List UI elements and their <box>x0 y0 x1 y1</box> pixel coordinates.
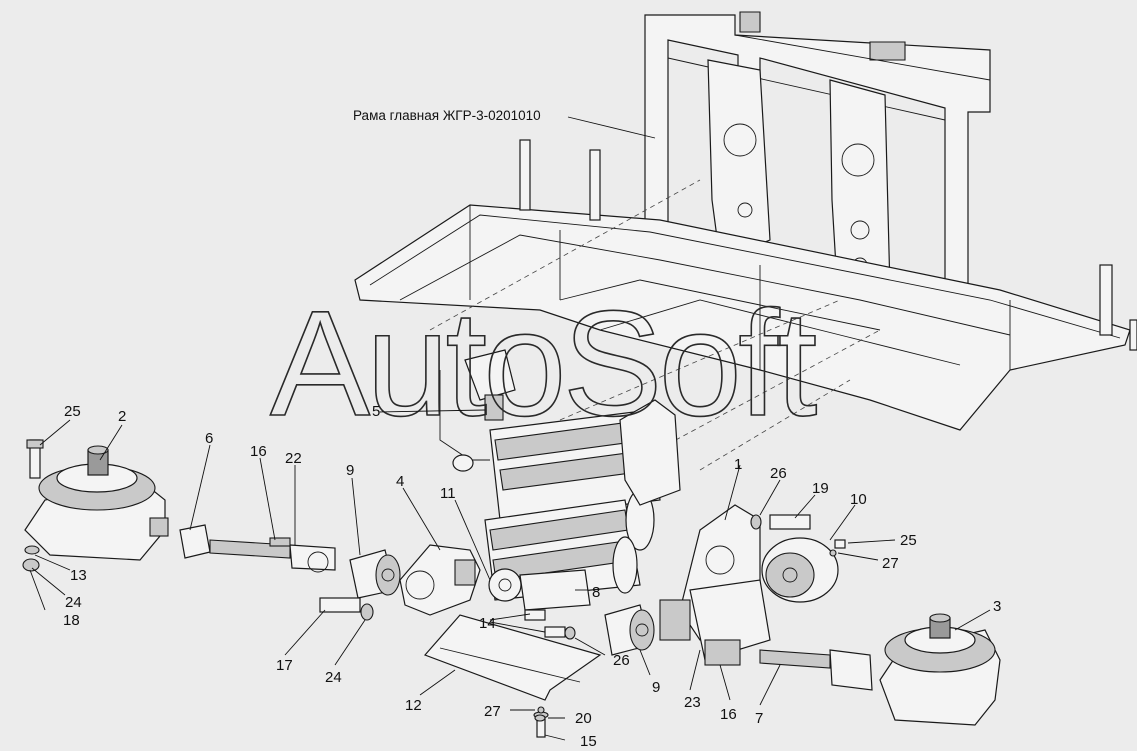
callout-8: 8 <box>592 584 600 601</box>
main-frame <box>354 11 1137 431</box>
coupling-8 <box>519 569 591 611</box>
callout-13: 13 <box>70 567 87 584</box>
callout-labels: 25 2 6 16 22 9 4 11 5 1 26 19 10 25 27 3… <box>63 403 1001 750</box>
callout-27-right: 27 <box>882 555 899 572</box>
right-gearbox <box>879 613 1001 726</box>
left-driveshaft <box>179 524 336 573</box>
leader-lines <box>29 409 991 741</box>
callout-19: 25 <box>64 403 81 420</box>
callout-14: 14 <box>479 615 496 632</box>
left-bearing-roller <box>349 549 401 599</box>
center-bearing-roller <box>604 604 655 656</box>
right-driveshaft <box>759 649 873 691</box>
left-gearbox <box>24 439 169 561</box>
callout-25-center: 26 <box>613 652 630 669</box>
crushing-rollers <box>484 399 681 601</box>
callout-10: 10 <box>850 491 867 508</box>
callout-5: 5 <box>372 403 380 420</box>
callout-23: 20 <box>575 710 592 727</box>
callout-24-right: 23 <box>684 694 701 711</box>
callout-1: 1 <box>734 456 742 473</box>
callout-24-left: 22 <box>285 450 302 467</box>
guard-plate <box>423 614 602 701</box>
callout-17: 17 <box>276 657 293 674</box>
callout-12: 11 <box>440 485 456 502</box>
callout-16-right: 16 <box>720 706 737 723</box>
frame-label: Рама главная ЖГР-3-0201010 <box>353 108 541 123</box>
callout-9-left: 9 <box>346 462 354 479</box>
callout-2: 2 <box>118 408 126 425</box>
callout-3: 3 <box>993 598 1001 615</box>
callout-27-center: 27 <box>484 703 501 720</box>
callout-4: 4 <box>396 473 404 490</box>
callout-7: 7 <box>755 710 763 727</box>
callout-25-left: 24 <box>325 669 342 686</box>
callout-26-left: 24 <box>65 594 82 611</box>
callout-22: 18 <box>63 612 80 629</box>
callout-15: 15 <box>580 733 597 750</box>
sprocket-12 <box>488 568 522 602</box>
callout-9-center: 9 <box>652 679 660 696</box>
callout-18: 19 <box>812 480 829 497</box>
right-angle-gearbox <box>659 504 771 666</box>
callout-26-right: 26 <box>770 465 787 482</box>
callout-20: 25 <box>900 532 917 549</box>
callout-11: 12 <box>405 697 422 714</box>
callout-6: 6 <box>205 430 213 447</box>
callout-16-left: 16 <box>250 443 267 460</box>
sensor-assembly <box>439 349 516 472</box>
pulley-10 <box>761 537 839 603</box>
watermark: AutoSoft <box>270 279 817 447</box>
center-gearbox <box>399 544 481 616</box>
